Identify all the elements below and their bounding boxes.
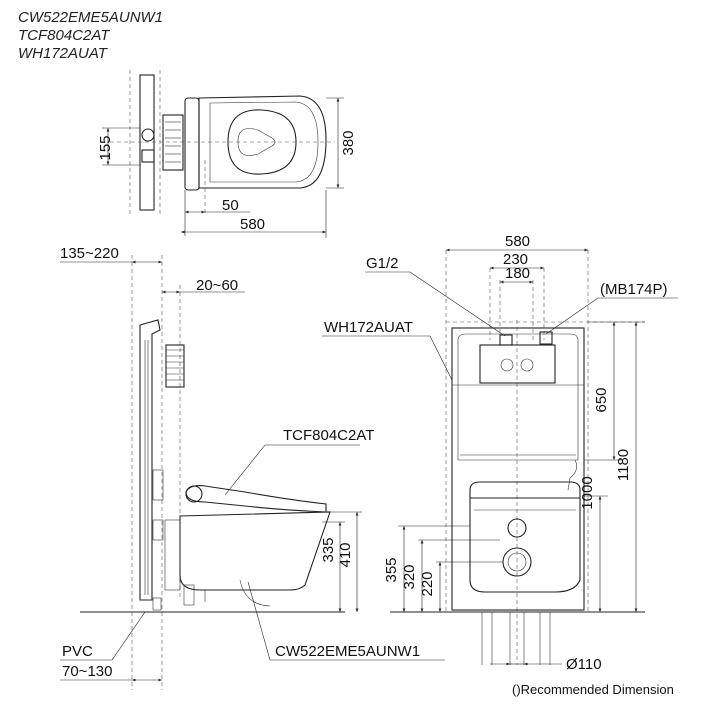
model-titles: CW522EME5AUNW1 TCF804C2AT WH172AUAT bbox=[18, 9, 163, 62]
front-view: 580 230 180 G1/2 (MB174P) WH172AUAT 650 … bbox=[322, 233, 678, 673]
dim-70-130: 70~130 bbox=[62, 663, 112, 680]
label-frame: WH172AUAT bbox=[324, 319, 413, 336]
dim-380: 380 bbox=[340, 130, 357, 155]
side-view: 135~220 20~60 TCF804C2AT 335 410 CW522EM… bbox=[60, 245, 445, 690]
dim-355: 355 bbox=[383, 557, 400, 582]
dim-580-front: 580 bbox=[505, 233, 530, 250]
tank-panel bbox=[479, 344, 556, 384]
bowl-outline bbox=[198, 95, 327, 189]
dim-20-60: 20~60 bbox=[196, 277, 238, 294]
dim-580-top: 580 bbox=[240, 216, 265, 233]
seat-hinge bbox=[184, 97, 200, 191]
dim-230: 230 bbox=[503, 251, 528, 268]
label-g12: G1/2 bbox=[366, 255, 399, 272]
connector-plate bbox=[162, 114, 184, 171]
model-title-bowl: CW522EME5AUNW1 bbox=[18, 9, 163, 26]
dim-335: 335 bbox=[320, 537, 337, 562]
top-view: 155 380 50 580 bbox=[97, 70, 357, 238]
dim-50: 50 bbox=[222, 197, 239, 214]
side-grille bbox=[165, 344, 185, 388]
seat-side bbox=[185, 485, 327, 513]
dim-220: 220 bbox=[419, 571, 436, 596]
footnote: ()Recommended Dimension bbox=[512, 682, 674, 697]
dim-110: Ø110 bbox=[566, 656, 602, 673]
bowl-front bbox=[469, 481, 581, 593]
dim-135-220: 135~220 bbox=[60, 245, 119, 262]
dim-180: 180 bbox=[505, 265, 530, 282]
dim-155: 155 bbox=[97, 135, 114, 160]
label-bowl-side: CW522EME5AUNW1 bbox=[275, 643, 420, 660]
dim-1000: 1000 bbox=[579, 476, 596, 509]
model-title-frame: WH172AUAT bbox=[18, 45, 109, 62]
frame-post-left bbox=[139, 74, 155, 211]
dim-650: 650 bbox=[593, 387, 610, 412]
label-pvc: PVC bbox=[62, 643, 93, 660]
model-title-seat: TCF804C2AT bbox=[18, 27, 111, 44]
dim-410: 410 bbox=[337, 542, 354, 567]
label-mb174p: (MB174P) bbox=[600, 281, 668, 298]
frame-side bbox=[139, 319, 161, 601]
bowl-side bbox=[179, 511, 331, 591]
frame-front bbox=[451, 327, 585, 611]
label-seat-side: TCF804C2AT bbox=[283, 427, 374, 444]
dim-320: 320 bbox=[401, 564, 418, 589]
dim-1180: 1180 bbox=[615, 449, 632, 481]
